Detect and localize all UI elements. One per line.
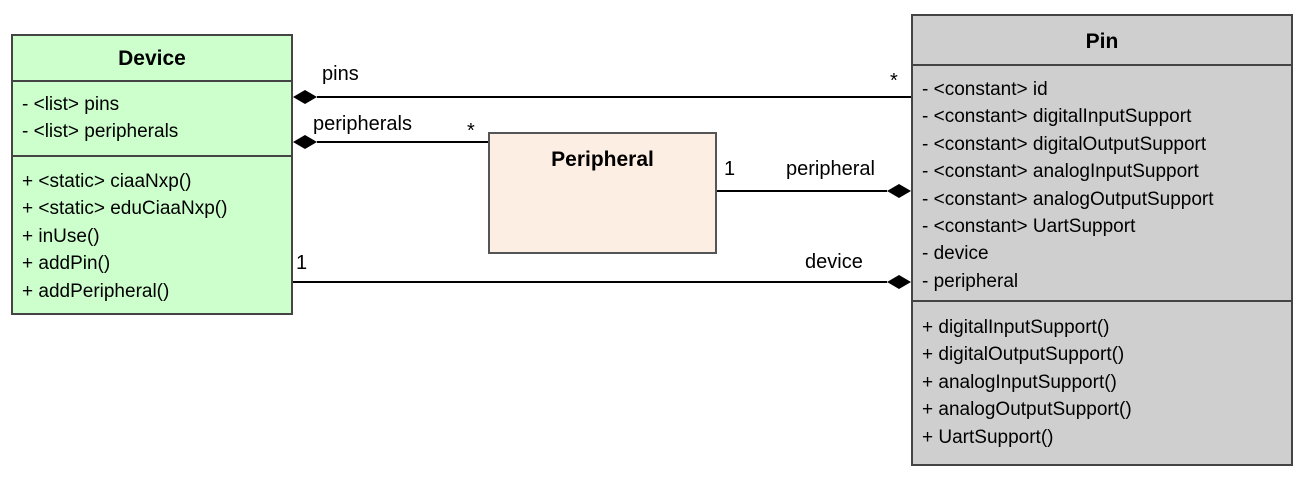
- device-attributes: - <list> pins - <list> peripherals: [13, 82, 291, 157]
- composition-diamond-icon: [293, 135, 317, 149]
- pin-attribute: - peripheral: [922, 270, 1019, 292]
- composition-diamond-icon: [293, 90, 317, 104]
- device-class-name: Device: [13, 36, 291, 82]
- device-class[interactable]: Device - <list> pins - <list> peripheral…: [11, 34, 293, 315]
- pin-operations: + digitalInputSupport() + digitalOutputS…: [913, 302, 1291, 451]
- peripheral-class-name: Peripheral: [551, 148, 654, 171]
- peripheral-pin-role-label: peripheral: [786, 158, 875, 180]
- device-pin-multiplicity-label: 1: [296, 252, 308, 274]
- device-operation: + inUse(): [22, 225, 100, 247]
- composition-diamond-icon: [887, 275, 911, 289]
- device-operation: + <static> eduCiaaNxp(): [22, 198, 228, 220]
- pin-attribute: - <constant> analogInputSupport: [922, 161, 1199, 183]
- pin-class-name: Pin: [913, 16, 1291, 66]
- peripheral-pin-multiplicity-label: 1: [724, 158, 736, 180]
- pin-operation: + digitalInputSupport(): [922, 317, 1110, 338]
- device-attribute: - <list> pins: [22, 94, 120, 115]
- pin-attribute: - <constant> analogOutputSupport: [922, 188, 1214, 210]
- pin-operation: + UartSupport(): [922, 426, 1054, 448]
- device-operation: + <static> ciaaNxp(): [22, 171, 192, 192]
- pin-operation: + analogInputSupport(): [922, 371, 1117, 393]
- pin-attribute: - <constant> digitalOutputSupport: [922, 133, 1207, 155]
- pin-attribute: - <constant> digitalInputSupport: [922, 106, 1192, 128]
- pin-attribute: - device: [922, 243, 989, 265]
- device-pin-role-label: device: [805, 251, 863, 273]
- device-pins-role-label: pins: [322, 63, 359, 85]
- pin-attribute: - <constant> UartSupport: [922, 215, 1136, 237]
- device-operation: + addPeripheral(): [22, 280, 170, 302]
- pin-class[interactable]: Pin - <constant> id - <constant> digital…: [911, 14, 1293, 466]
- device-operations: + <static> ciaaNxp() + <static> eduCiaaN…: [13, 157, 291, 305]
- device-pins-multiplicity-label: *: [890, 70, 898, 92]
- device-peripherals-multiplicity-label: *: [467, 120, 475, 142]
- pin-attributes: - <constant> id - <constant> digitalInpu…: [913, 66, 1291, 302]
- pin-operation: + analogOutputSupport(): [922, 399, 1132, 421]
- pin-attribute: - <constant> id: [922, 79, 1048, 100]
- pin-operation: + digitalOutputSupport(): [922, 344, 1125, 366]
- device-peripherals-role-label: peripherals: [313, 113, 412, 135]
- peripheral-class[interactable]: Peripheral: [488, 132, 717, 254]
- composition-diamond-icon: [887, 184, 911, 198]
- device-operation: + addPin(): [22, 253, 111, 275]
- device-attribute: - <list> peripherals: [22, 121, 179, 143]
